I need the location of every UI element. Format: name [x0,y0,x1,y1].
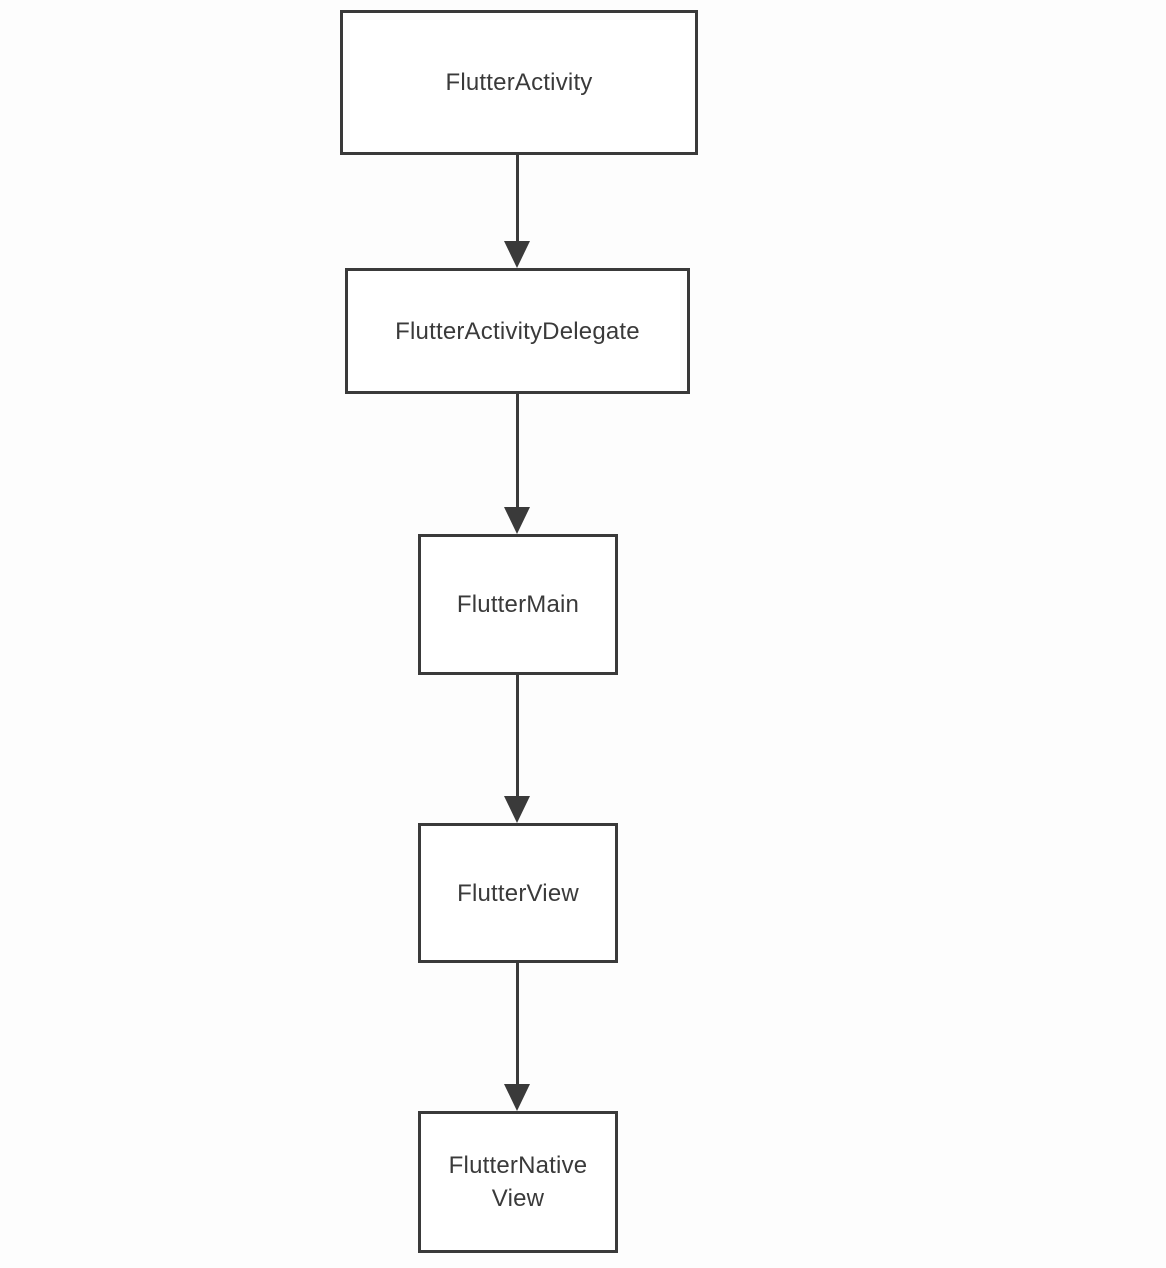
node-label: FlutterActivity [445,69,593,96]
arrow-line [515,155,519,244]
node-flutter-native-view: FlutterNative View [418,1111,618,1253]
arrow-view-to-native-view [504,963,530,1111]
arrow-line [515,394,519,510]
node-flutter-main: FlutterMain [418,534,618,675]
arrow-down-icon [504,1084,530,1111]
arrow-line [515,963,519,1087]
arrow-delegate-to-main [504,394,530,534]
node-flutter-view: FlutterView [418,823,618,963]
arrow-down-icon [504,507,530,534]
node-label: FlutterMain [456,591,580,618]
arrow-activity-to-delegate [504,155,530,268]
arrow-main-to-view [504,675,530,823]
node-flutter-activity: FlutterActivity [340,10,698,155]
node-label: FlutterNative View [448,1152,588,1212]
arrow-line [515,675,519,799]
arrow-down-icon [504,796,530,823]
arrow-down-icon [504,241,530,268]
node-flutter-activity-delegate: FlutterActivityDelegate [345,268,690,394]
node-label: FlutterActivityDelegate [395,317,640,345]
node-label: FlutterView [457,879,579,907]
